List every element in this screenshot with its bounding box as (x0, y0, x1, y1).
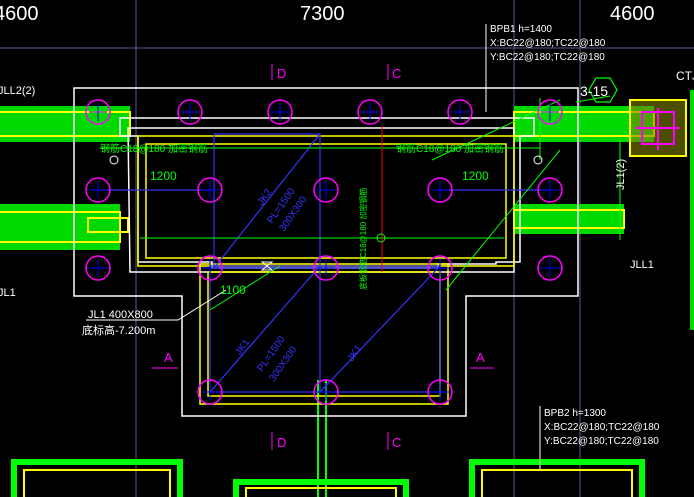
grid-ref-label: 3-15 (580, 83, 608, 99)
section-marks: A A (152, 350, 494, 369)
dimension-left: 4600 (0, 3, 39, 25)
pile-circle (313, 177, 339, 203)
axis-label-top-c: C (392, 66, 401, 81)
pile-circle (427, 379, 453, 405)
pile-group (85, 99, 563, 405)
section-mark-left: A (164, 350, 173, 365)
jl1-left-label: JL1 (0, 287, 16, 299)
right-dim-label: 1200 (462, 169, 489, 183)
pile-circle (537, 255, 563, 281)
pile-circle (197, 379, 223, 405)
pile-circle (537, 99, 563, 125)
jl1-leader (86, 289, 227, 321)
jl1-elevation: 底标高-7.200m (82, 323, 155, 337)
grid-ref-hex (588, 77, 618, 103)
valve-symbol (260, 261, 274, 271)
bpb2-title: BPB2 h=1300 (544, 408, 606, 419)
pile-circle (537, 177, 563, 203)
bpb2-x: X:BC22@180;TC22@180 (544, 422, 660, 433)
center-rebar-label: 底板钢筋C18@180 加密钢筋 (358, 188, 368, 290)
marker-circle (533, 155, 543, 165)
pile-circle (427, 177, 453, 203)
yellow-beams (0, 99, 687, 497)
jll2-label: JLL2(2) (0, 85, 35, 97)
notes: BPB1 h=1400 X:BC22@180;TC22@180 Y:BC22@1… (0, 24, 694, 447)
dimension-right: 4600 (610, 3, 655, 25)
left-dim-label: 1200 (150, 169, 177, 183)
green-labels: 钢筋C18@180 加密钢筋 钢筋C18@180 加密钢筋 底板钢筋C18@18… (100, 142, 504, 297)
pile-circle (85, 255, 111, 281)
axis-label-bottom-c: C (392, 435, 401, 450)
pile-circle (313, 255, 339, 281)
pile-circle (267, 99, 293, 125)
pile-circle (85, 99, 111, 125)
axis-markers: D C D C (271, 64, 401, 450)
bpb1-y: Y:BC22@180;TC22@180 (490, 52, 605, 63)
bottom-dim-label: 1100 (220, 283, 246, 297)
bpb1-title: BPB1 h=1400 (490, 24, 552, 35)
pile-circle (197, 177, 223, 203)
right-rebar-label: 钢筋C18@180 加密钢筋 (396, 142, 504, 155)
bpb2-y: Y:BC22@180;TC22@180 (544, 436, 659, 447)
jll1-right-label: JLL1 (630, 259, 654, 271)
pile-circle (447, 99, 473, 125)
axis-label-bottom-d: D (277, 435, 286, 450)
axis-label-top-d: D (277, 66, 286, 81)
section-mark-right: A (476, 350, 485, 365)
left-rebar-label: 钢筋C18@180 加密钢筋 (100, 142, 208, 155)
pile-circle (313, 379, 339, 405)
marker-circle (109, 155, 119, 165)
green-rebar-lines (100, 98, 621, 311)
pile-circle (197, 255, 223, 281)
marker-circle (376, 233, 386, 243)
bpb1-x: X:BC22@180;TC22@180 (490, 38, 606, 49)
jl1-right-vertical: JL1(2) (615, 159, 627, 190)
dimension-center: 7300 (300, 3, 345, 25)
jl1-name: JL1 400X800 (88, 309, 153, 321)
pile-circle (427, 255, 453, 281)
pile-circle (85, 177, 111, 203)
ctj-label: CTJ (676, 69, 694, 83)
pile-circle (177, 99, 203, 125)
pile-circle (357, 99, 383, 125)
grid-ref-leader (575, 95, 611, 103)
